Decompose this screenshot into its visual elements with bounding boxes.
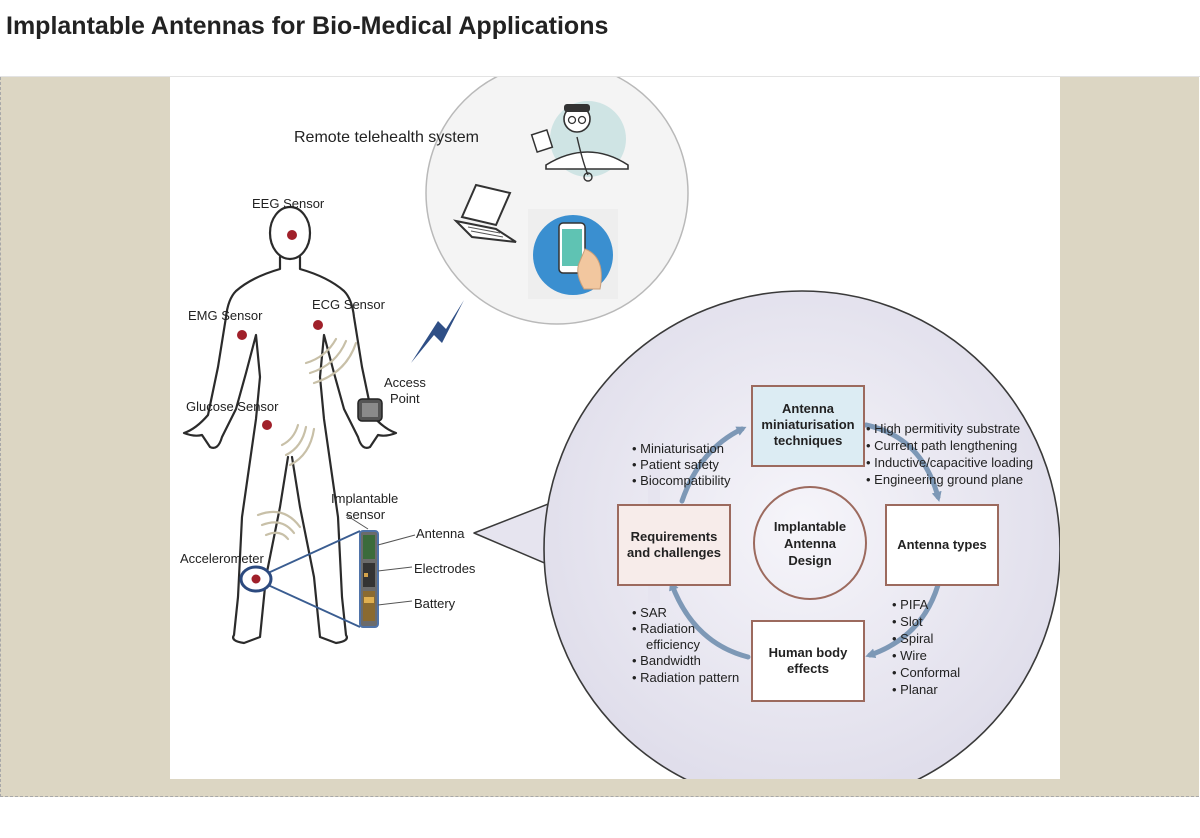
techniques-item: • Inductive/capacitive loading <box>866 455 1033 470</box>
telehealth-bubble: Remote telehealth system <box>294 61 689 325</box>
accelerometer-label: Accelerometer <box>180 551 264 566</box>
eeg-sensor-dot <box>287 230 297 240</box>
antenna-type-item: • Wire <box>892 648 927 663</box>
body-labels: EEG Sensor EMG Sensor ECG Sensor Glucose… <box>180 196 476 611</box>
wireless-signal-icon <box>411 300 464 363</box>
emg-sensor-dot <box>237 330 247 340</box>
implant-title-line1: Implantable <box>331 491 398 506</box>
list-requirements: • Miniaturisation • Patient safety • Bio… <box>632 441 731 488</box>
laptop-icon <box>452 183 517 243</box>
design-cycle-arrows <box>669 422 942 660</box>
design-center-label: Implantable Antenna Design <box>774 519 846 568</box>
antenna-design-bubble <box>473 290 1061 808</box>
emg-sensor-label: EMG Sensor <box>188 308 263 323</box>
page-title: Implantable Antennas for Bio-Medical App… <box>6 12 609 40</box>
implantable-antenna-diagram: Remote telehealth system <box>180 61 1061 808</box>
box-requirements-line2: and challenges <box>627 545 721 560</box>
accelerometer-marker <box>239 530 361 628</box>
box-miniaturisation-line3: techniques <box>774 433 843 448</box>
telehealth-title: Remote telehealth system <box>294 129 479 146</box>
ecg-sensor-dot <box>313 320 323 330</box>
sensor-markers <box>237 230 323 430</box>
requirements-item: • Biocompatibility <box>632 473 731 488</box>
techniques-item: • Current path lengthening <box>866 438 1017 453</box>
body-effect-item: • Radiation pattern <box>632 670 739 685</box>
smartphone-icon <box>528 209 618 299</box>
body-effect-item: efficiency <box>646 637 700 652</box>
center-label-line3: Design <box>788 553 831 568</box>
signal-arcs <box>256 337 358 541</box>
list-techniques: • High permitivity substrate • Current p… <box>866 421 1033 487</box>
box-miniaturisation-line1: Antenna <box>782 401 835 416</box>
center-label-line1: Implantable <box>774 519 846 534</box>
body-effect-item: • SAR <box>632 605 667 620</box>
glucose-sensor-label: Glucose Sensor <box>186 399 279 414</box>
antenna-type-item: • Planar <box>892 682 938 697</box>
implant-leader-lines <box>345 514 416 606</box>
list-antenna-types: • PIFA • Slot • Spiral • Wire • Conforma… <box>892 597 960 697</box>
box-human-body-effects: Human body effects <box>751 620 865 702</box>
ecg-sensor-label: ECG Sensor <box>312 297 386 312</box>
doctor-icon <box>530 101 629 182</box>
center-label-line2: Antenna <box>784 536 837 551</box>
requirements-item: • Patient safety <box>632 457 719 472</box>
box-human-body-line2: effects <box>787 661 829 676</box>
list-body-effects: • SAR • Radiation efficiency • Bandwidth… <box>632 605 739 685</box>
design-center-circle <box>753 486 867 600</box>
body-effect-item: • Bandwidth <box>632 653 701 668</box>
techniques-item: • High permitivity substrate <box>866 421 1020 436</box>
requirements-item: • Miniaturisation <box>632 441 724 456</box>
figure-canvas: Remote telehealth system <box>170 61 1061 808</box>
box-requirements: Requirements and challenges <box>617 504 731 586</box>
box-requirements-line1: Requirements <box>631 529 718 544</box>
box-miniaturisation: Antenna miniaturisation techniques <box>751 385 865 467</box>
antenna-type-item: • Spiral <box>892 631 934 646</box>
box-antenna-types: Antenna types <box>885 504 999 586</box>
box-human-body-line1: Human body <box>769 645 848 660</box>
glucose-sensor-dot <box>262 420 272 430</box>
implant-electrodes-label: Electrodes <box>414 561 476 576</box>
antenna-type-item: • Slot <box>892 614 923 629</box>
implant-title-line2: sensor <box>346 507 386 522</box>
implant-battery-label: Battery <box>414 596 456 611</box>
eeg-sensor-label: EEG Sensor <box>252 196 325 211</box>
body-effect-item: • Radiation <box>632 621 695 636</box>
antenna-type-item: • PIFA <box>892 597 929 612</box>
box-antenna-types-label: Antenna types <box>897 537 987 552</box>
implant-antenna-label: Antenna <box>416 526 465 541</box>
access-point-label-line1: Access <box>384 375 426 390</box>
access-point-label-line2: Point <box>390 391 420 406</box>
antenna-type-item: • Conformal <box>892 665 960 680</box>
access-point-device <box>357 398 383 422</box>
implant-sensor-device <box>359 530 379 628</box>
techniques-item: • Engineering ground plane <box>866 472 1023 487</box>
box-miniaturisation-line2: miniaturisation <box>761 417 854 432</box>
